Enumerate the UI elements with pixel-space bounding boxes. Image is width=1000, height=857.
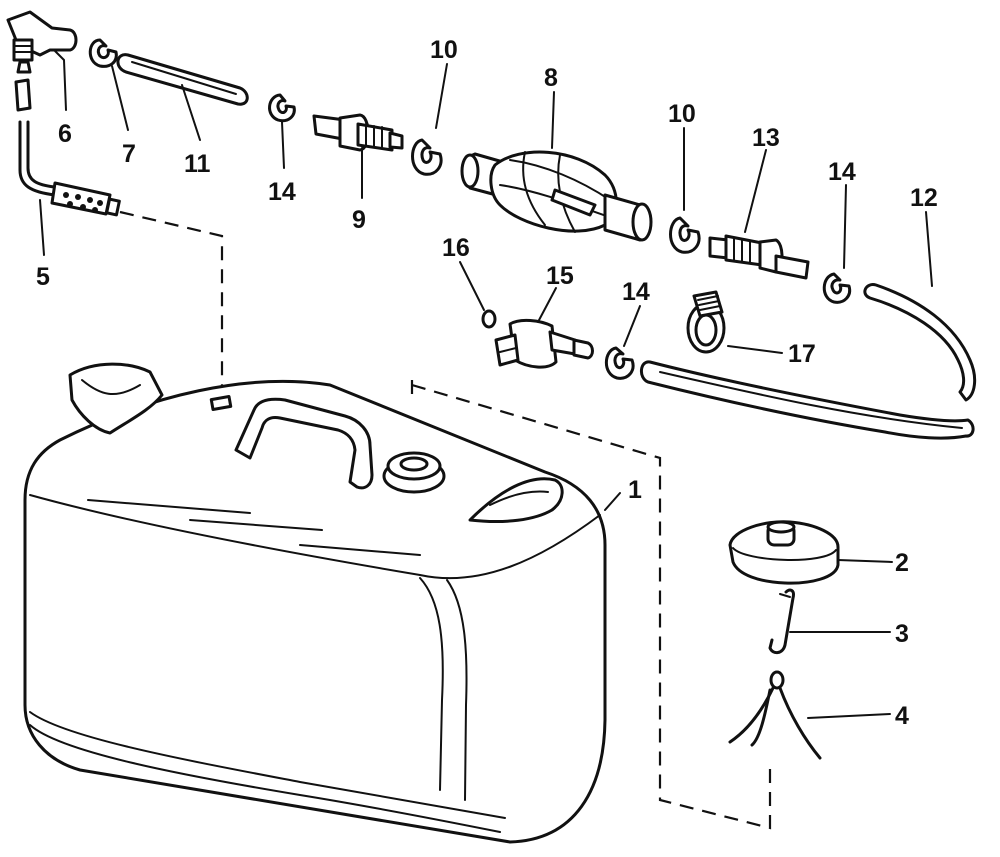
hose-clamp-7 [88, 38, 118, 68]
fuel-connector [494, 318, 594, 369]
label-part-9: 9 [352, 206, 366, 234]
leader-lines [39, 49, 933, 719]
label-part-10b: 10 [668, 100, 696, 128]
filler-cap [728, 520, 840, 585]
hose-band-clamp [686, 290, 726, 354]
label-part-17: 17 [788, 340, 816, 368]
label-part-6: 6 [58, 120, 72, 148]
o-ring [481, 309, 497, 329]
label-part-14b: 14 [828, 158, 856, 186]
cap-hook [768, 588, 795, 654]
label-part-13: 13 [752, 124, 780, 152]
fuel-tank [23, 362, 607, 844]
label-part-7: 7 [122, 140, 136, 168]
fuel-hose [640, 283, 977, 440]
hose-clamp-14b [822, 272, 852, 304]
cap-chain-clip [728, 670, 822, 760]
hose-clamp-10b [669, 216, 701, 254]
label-part-4: 4 [895, 702, 909, 730]
label-part-14a: 14 [268, 178, 296, 206]
hose-clamp-14c [604, 346, 635, 380]
label-part-15: 15 [546, 262, 574, 290]
pickup-tube-with-filter [14, 60, 121, 217]
check-valve-9 [312, 113, 404, 152]
hose-clamp-10a [411, 138, 443, 176]
label-part-14c: 14 [622, 278, 650, 306]
check-valve-13 [708, 234, 810, 280]
primer-bulb [460, 150, 653, 242]
elbow-fitting [6, 10, 78, 62]
label-part-8: 8 [544, 64, 558, 92]
label-part-10a: 10 [430, 36, 458, 64]
label-part-3: 3 [895, 620, 909, 648]
label-part-12: 12 [910, 184, 938, 212]
label-part-1: 1 [628, 476, 642, 504]
label-part-11: 11 [184, 150, 211, 178]
label-part-16: 16 [442, 234, 470, 262]
assembly-dashed-lines [119, 210, 772, 830]
label-part-5: 5 [36, 263, 50, 291]
label-part-2: 2 [895, 549, 909, 577]
hose-clamp-14a [268, 93, 296, 123]
part-labels: 1 2 3 4 5 6 7 8 9 10 10 11 12 13 14 14 1… [36, 36, 938, 730]
short-hose [116, 53, 249, 106]
